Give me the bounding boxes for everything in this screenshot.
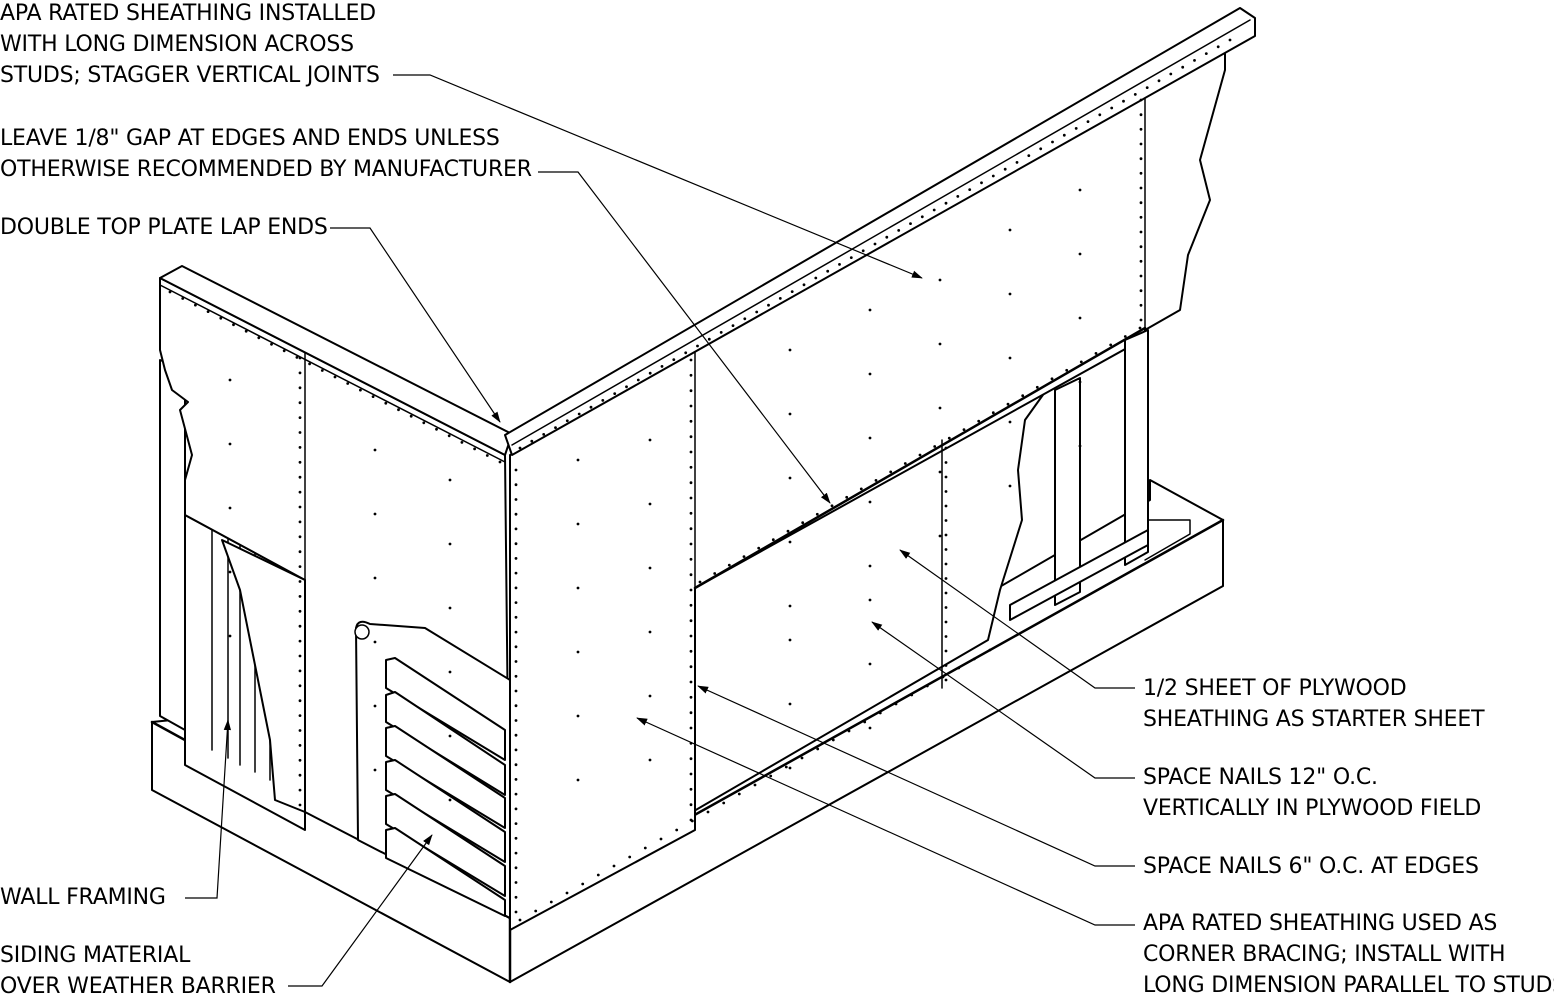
callout-nails-edges: SPACE NAILS 6" O.C. AT EDGES bbox=[1143, 851, 1479, 882]
leader-lines bbox=[185, 74, 1135, 987]
callout-line: 1/2 SHEET OF PLYWOOD bbox=[1143, 676, 1407, 701]
nail-pattern bbox=[168, 38, 1232, 922]
right-top-plate bbox=[504, 7, 1256, 456]
callout-gap: LEAVE 1/8" GAP AT EDGES AND ENDS UNLESS … bbox=[0, 123, 532, 185]
callout-line: LEAVE 1/8" GAP AT EDGES AND ENDS UNLESS bbox=[0, 126, 500, 151]
right-wall-framing bbox=[1009, 329, 1149, 621]
callout-sheathing-installed: APA RATED SHEATHING INSTALLED WITH LONG … bbox=[0, 0, 380, 91]
callout-line: DOUBLE TOP PLATE LAP ENDS bbox=[0, 215, 328, 240]
callout-line: APA RATED SHEATHING INSTALLED bbox=[0, 1, 376, 26]
callout-line: SHEATHING AS STARTER SHEET bbox=[1143, 707, 1485, 732]
callout-line: SPACE NAILS 6" O.C. AT EDGES bbox=[1143, 854, 1479, 879]
callout-line: OVER WEATHER BARRIER bbox=[0, 974, 276, 999]
right-wall-upper-sheathing bbox=[509, 44, 1226, 931]
callout-line: SPACE NAILS 12" O.C. bbox=[1143, 765, 1378, 790]
callout-line: CORNER BRACING; INSTALL WITH bbox=[1143, 942, 1506, 967]
callout-nails-field: SPACE NAILS 12" O.C. VERTICALLY IN PLYWO… bbox=[1143, 762, 1481, 824]
callout-siding: SIDING MATERIAL OVER WEATHER BARRIER bbox=[0, 940, 276, 1000]
callout-line: STUDS; STAGGER VERTICAL JOINTS bbox=[0, 63, 380, 88]
callout-line: WALL FRAMING bbox=[0, 885, 166, 910]
callout-line: OTHERWISE RECOMMENDED BY MANUFACTURER bbox=[0, 157, 532, 182]
callout-line: LONG DIMENSION PARALLEL TO STUDS bbox=[1143, 973, 1554, 998]
callout-wall-framing: WALL FRAMING bbox=[0, 882, 166, 913]
callout-line: APA RATED SHEATHING USED AS bbox=[1143, 911, 1498, 936]
callout-starter-sheet: 1/2 SHEET OF PLYWOOD SHEATHING AS STARTE… bbox=[1143, 673, 1485, 735]
callout-line: VERTICALLY IN PLYWOOD FIELD bbox=[1143, 796, 1482, 821]
callout-line: WITH LONG DIMENSION ACROSS bbox=[0, 32, 354, 57]
siding-weather-barrier bbox=[354, 620, 511, 919]
callout-line: SIDING MATERIAL bbox=[0, 943, 191, 968]
callout-top-plate: DOUBLE TOP PLATE LAP ENDS bbox=[0, 212, 328, 243]
callout-corner-bracing: APA RATED SHEATHING USED AS CORNER BRACI… bbox=[1143, 908, 1554, 1000]
